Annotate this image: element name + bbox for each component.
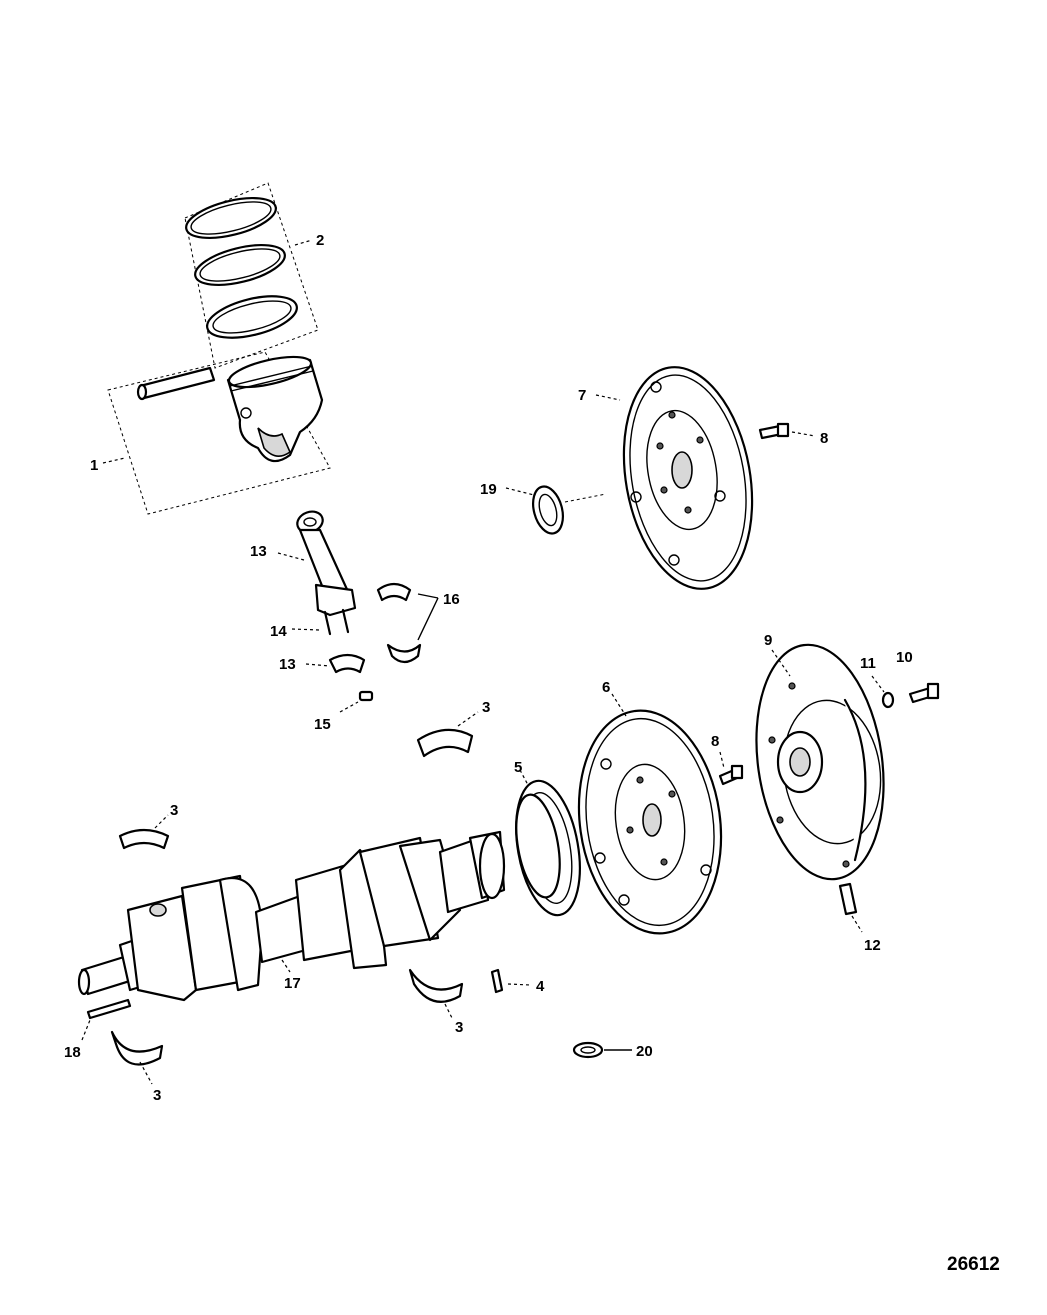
callout-20: 20 — [636, 1043, 653, 1060]
callout-19: 19 — [480, 481, 497, 498]
callout-3-left: 3 — [170, 802, 178, 819]
callout-11: 11 — [860, 655, 876, 672]
callout-8-upper: 8 — [820, 430, 828, 447]
flywheel-bolt — [718, 751, 744, 786]
crankshaft-key — [81, 998, 132, 1041]
rod-nut — [339, 690, 374, 713]
balancer-bolt — [908, 682, 940, 704]
callout-2: 2 — [316, 232, 324, 249]
dowel-pin — [490, 968, 531, 994]
callout-12: 12 — [864, 937, 881, 954]
callout-5: 5 — [514, 759, 522, 776]
flexplate — [595, 366, 754, 590]
callout-13-upper: 13 — [250, 543, 267, 560]
callout-17: 17 — [284, 975, 301, 992]
callout-15: 15 — [314, 716, 331, 733]
callout-6: 6 — [602, 679, 610, 696]
main-bearing-left — [118, 814, 170, 850]
main-bearing-upper — [416, 711, 479, 758]
callout-8-lower: 8 — [711, 733, 719, 750]
callout-3-upper: 3 — [482, 699, 490, 716]
flexplate-bolt — [758, 422, 816, 440]
callout-1: 1 — [90, 457, 98, 474]
callout-7: 7 — [578, 387, 586, 404]
balancer-lower-bolt — [838, 882, 863, 933]
main-bearing-lower — [408, 968, 464, 1019]
crankshaft — [77, 830, 506, 1002]
balancer-washer — [871, 675, 895, 709]
piston-rings — [184, 182, 319, 369]
callout-4: 4 — [536, 978, 545, 995]
main-bearing-bottom — [110, 1030, 164, 1085]
connecting-rod — [277, 510, 357, 636]
piston-assembly — [102, 351, 331, 515]
callout-16: 16 — [443, 591, 460, 608]
callout-9: 9 — [764, 632, 772, 649]
rod-cap — [305, 653, 366, 674]
callout-18: 18 — [64, 1044, 81, 1061]
figure-number: 26612 — [947, 1254, 1000, 1275]
rear-main-seal — [515, 769, 581, 917]
callout-13-lower: 13 — [279, 656, 296, 673]
callout-3-lower: 3 — [455, 1019, 463, 1036]
callout-3-bottom: 3 — [153, 1087, 161, 1104]
plug — [572, 1041, 632, 1059]
pilot-bushing — [505, 485, 607, 535]
callout-10: 10 — [896, 649, 913, 666]
rod-bearings — [376, 582, 439, 664]
callout-14: 14 — [270, 623, 287, 640]
flywheel — [577, 693, 723, 935]
harmonic-balancer — [755, 643, 885, 881]
